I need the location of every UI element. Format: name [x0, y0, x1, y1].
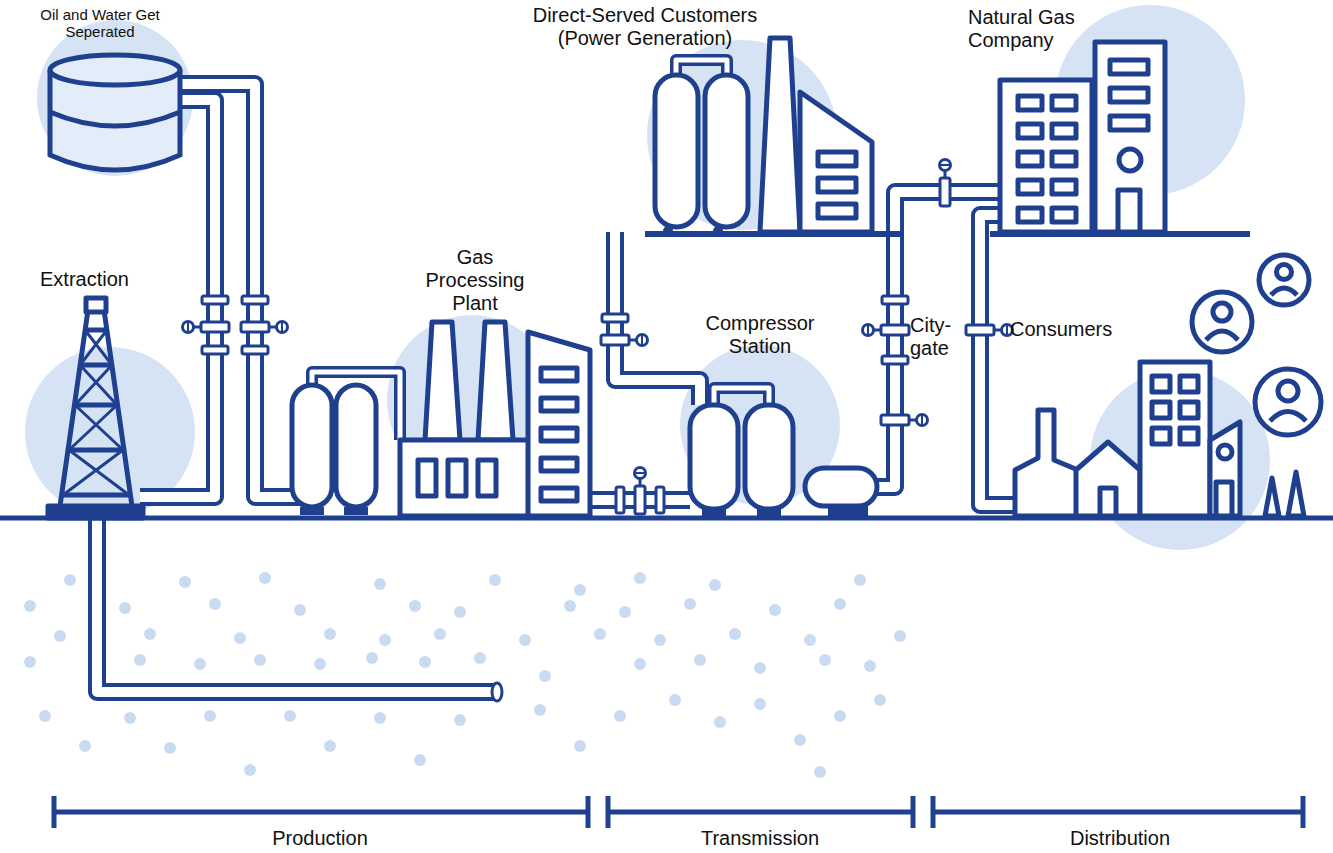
facility-label: Consumers [1010, 318, 1140, 341]
drilling-derrick [48, 298, 143, 518]
facility-label: Direct-Served Customers (Power Generatio… [515, 4, 775, 50]
facility-label: Extraction [40, 268, 160, 291]
ground-line [0, 516, 1333, 521]
compressor [690, 405, 877, 517]
processing-plant [292, 322, 590, 516]
stage-label: Transmission [660, 827, 860, 850]
person-icons [1192, 255, 1321, 435]
facility-label: Compressor Station [690, 312, 830, 358]
power-plant [645, 38, 902, 236]
separator-tank [50, 55, 180, 170]
facility-label: City-gate [910, 314, 964, 360]
valves [183, 160, 1013, 515]
facility-label: Gas Processing Plant [415, 246, 535, 315]
stage-label: Distribution [1020, 827, 1220, 850]
pipes [97, 60, 1018, 701]
ground-dots [24, 572, 906, 778]
stage-label: Production [220, 827, 420, 850]
tank-label: Oil and Water Get Seperated [35, 6, 165, 41]
highlight-circles [25, 5, 1270, 550]
gas-company-building [990, 42, 1250, 234]
facility-label: Natural Gas Company [968, 6, 1092, 52]
stage-brackets [52, 796, 1305, 828]
